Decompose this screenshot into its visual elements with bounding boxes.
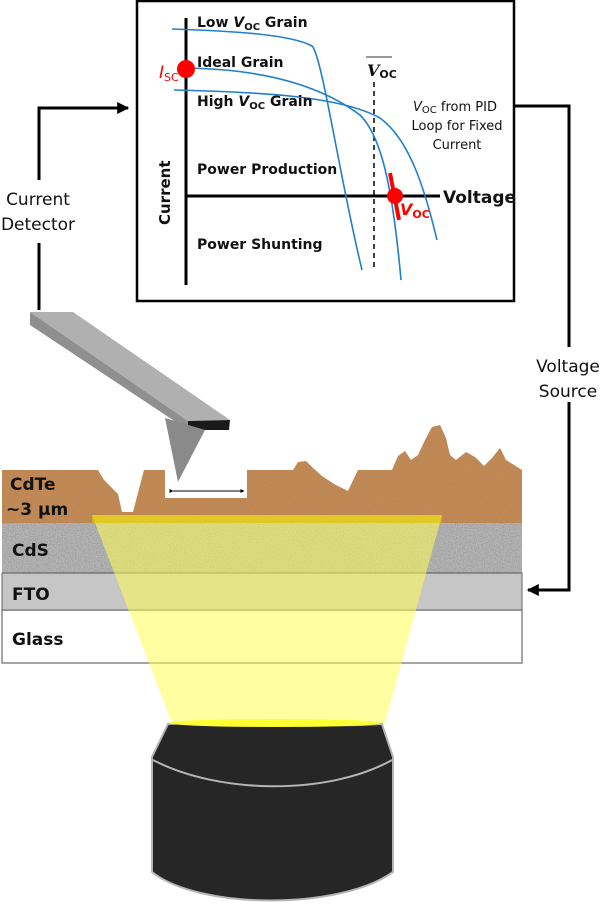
quadrant-power-shunting: Power Shunting [197, 237, 323, 253]
current-detector-wire-top [37, 102, 130, 180]
curve-label-ideal: Ideal Grain [197, 55, 283, 71]
pid-note-line3: Current [433, 138, 482, 153]
isc-marker [177, 60, 195, 78]
objective-lens-glow [169, 719, 381, 727]
curve-label-high-voc: High VOC Grain [197, 94, 313, 112]
iv-curve-high-voc [173, 89, 438, 241]
voc-marker [387, 188, 403, 204]
voltage-source-label-1: Voltage [536, 357, 600, 377]
voltage-source-wire-top [514, 104, 571, 347]
illumination-interface [92, 515, 442, 523]
cantilever-end-face [188, 420, 230, 430]
layer-label-fto: FTO [12, 585, 50, 605]
objective-rim [152, 759, 393, 788]
cantilever-top-face [30, 312, 230, 421]
microscope-objective [151, 719, 394, 902]
curve-label-low-voc: Low VOC Grain [197, 15, 308, 33]
iv-curve-low-voc [171, 28, 363, 271]
layer-label-cdte: CdTe [10, 475, 56, 495]
voc-marker-label: VOC [400, 200, 430, 221]
objective-body [151, 722, 394, 902]
layer-label-cdte-thickness: ~3 µm [6, 500, 68, 520]
layer-label-glass: Glass [12, 630, 64, 650]
cantilever-side-face [30, 312, 188, 430]
current-detector-label-1: Current [6, 190, 70, 210]
current-detector-label-2: Detector [1, 215, 75, 235]
afm-cantilever [30, 312, 230, 482]
iv-plot-frame [135, 0, 516, 303]
mean-voc-label: VOC [367, 61, 397, 81]
layer-label-cds: CdS [12, 541, 49, 561]
voltage-axis-label: Voltage [443, 188, 516, 208]
layer-cdte [2, 425, 522, 523]
pid-note-line1: VOC from PID [413, 100, 497, 116]
quadrant-power-production: Power Production [197, 162, 337, 178]
illumination-cone [92, 515, 442, 723]
voltage-source-wire-bottom [526, 402, 571, 596]
circuit: Current Detector Voltage Source [1, 102, 600, 596]
voltage-source-label-2: Source [539, 382, 597, 402]
iv-plot: ISC VOC Low VOC Grain Ideal Grain High V… [135, 0, 516, 303]
current-axis-label: Current [156, 160, 174, 225]
afm-tip [165, 418, 205, 482]
isc-label: ISC [159, 63, 179, 84]
pid-note-line2: Loop for Fixed [412, 119, 503, 134]
